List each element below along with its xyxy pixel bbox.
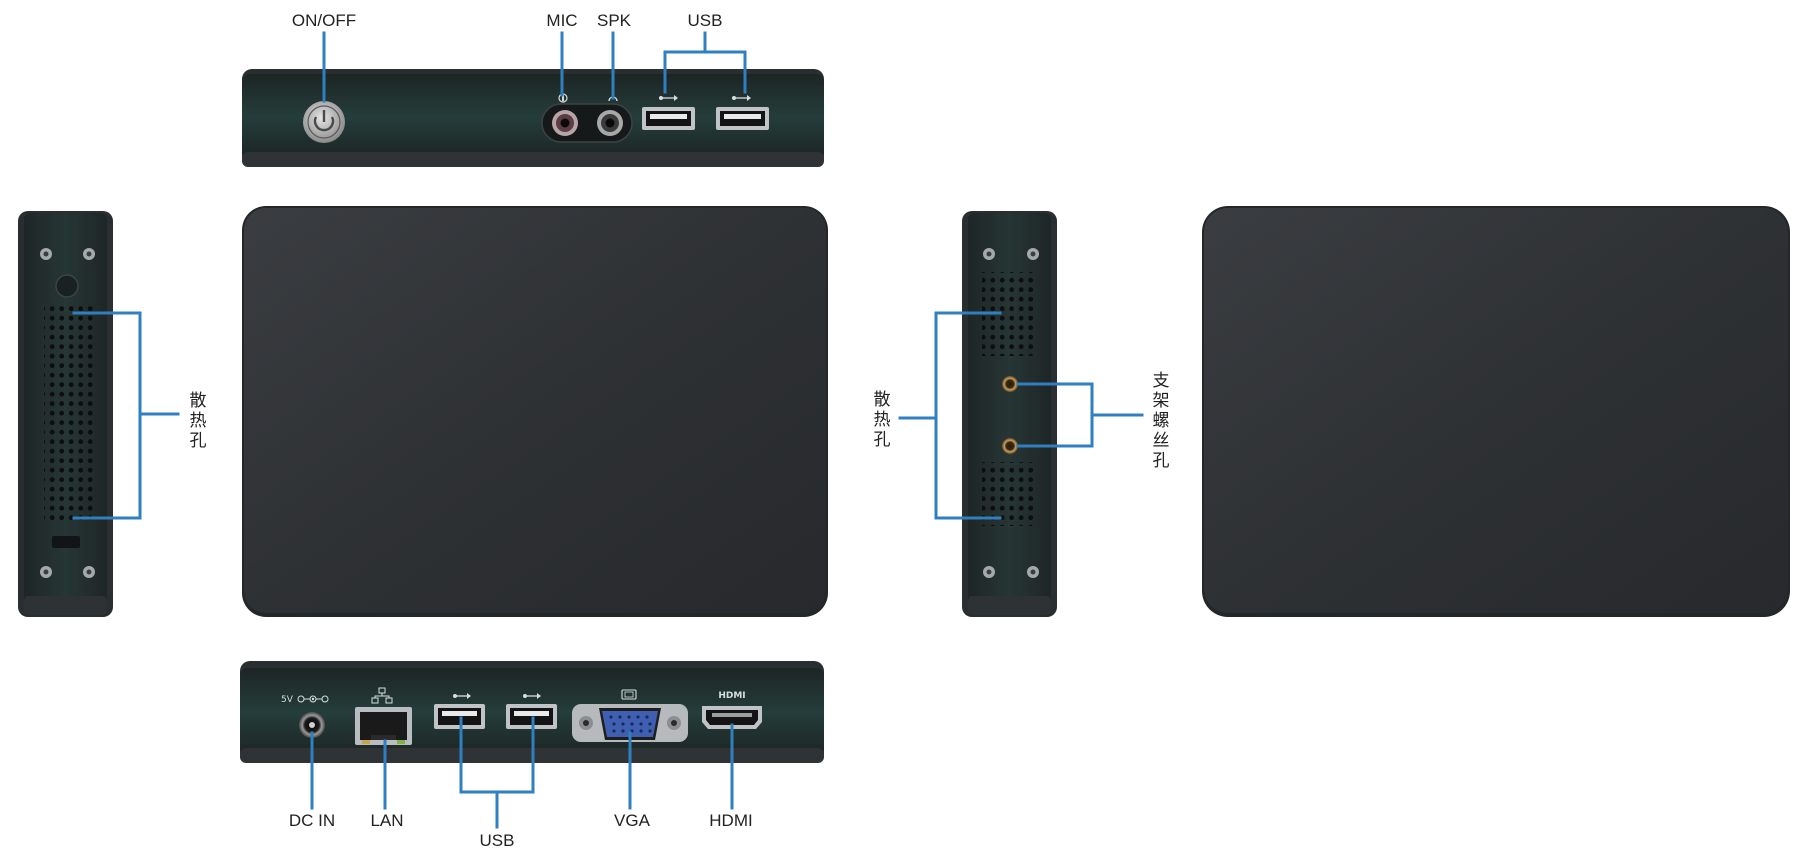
- usb-icon: [659, 95, 678, 101]
- mic-jack[interactable]: [552, 110, 578, 136]
- speaker-jack[interactable]: [597, 110, 623, 136]
- top-view: [242, 206, 828, 617]
- screw: [83, 566, 95, 578]
- power-label: ON/OFF: [292, 11, 356, 30]
- lan-port[interactable]: [355, 707, 412, 745]
- screw: [983, 566, 995, 578]
- screw: [983, 248, 995, 260]
- lan-label: LAN: [370, 811, 403, 830]
- screw: [1027, 248, 1039, 260]
- bottom-view: [1202, 206, 1790, 617]
- left-vent-char-2: 热: [190, 411, 207, 431]
- right-vent-char-1: 散: [874, 390, 891, 410]
- screw: [83, 248, 95, 260]
- bracket-callout: 支 架 螺 丝 孔: [1016, 371, 1170, 471]
- right-side-view: [962, 211, 1057, 617]
- mic-label: MIC: [546, 11, 577, 30]
- left-vent-holes: [44, 305, 94, 523]
- rear-panel-view: 5V: [240, 661, 824, 763]
- front-usb-label: USB: [688, 11, 723, 30]
- front-panel-view: [242, 69, 824, 167]
- right-vent-holes-lower: [982, 462, 1034, 526]
- left-side-slot: [52, 536, 80, 548]
- bracket-screw-hole-1: [1002, 376, 1018, 392]
- dc-in-label: DC IN: [289, 811, 335, 830]
- front-callouts: ON/OFF MIC SPK USB: [292, 11, 747, 103]
- vga-port[interactable]: [572, 704, 688, 742]
- usb-icon: [523, 693, 541, 699]
- hdmi-port[interactable]: [702, 706, 762, 729]
- bracket-char-1: 支: [1153, 371, 1170, 391]
- bracket-screw-hole-2: [1002, 438, 1018, 454]
- monitor-icon: [621, 689, 637, 700]
- power-button[interactable]: [303, 101, 345, 143]
- front-usb-port-2[interactable]: [716, 107, 769, 130]
- usb-icon: [453, 693, 471, 699]
- screw: [40, 566, 52, 578]
- left-vent-char-1: 散: [190, 391, 207, 411]
- rear-usb-label: USB: [480, 831, 515, 850]
- left-side-view: [18, 211, 113, 617]
- bracket-char-4: 丝: [1153, 431, 1170, 451]
- kensington-lock: [55, 274, 79, 298]
- right-vent-callout: 散 热 孔: [874, 311, 1002, 520]
- screw: [40, 248, 52, 260]
- bracket-char-3: 螺: [1153, 411, 1170, 431]
- bracket-char-2: 架: [1153, 391, 1170, 411]
- right-vent-char-2: 热: [874, 410, 891, 430]
- left-vent-char-3: 孔: [190, 431, 207, 451]
- hdmi-label: HDMI: [709, 811, 752, 830]
- network-icon: [371, 687, 393, 704]
- dc-polarity-icon: [297, 695, 329, 703]
- spk-label: SPK: [597, 11, 632, 30]
- usb-icon: [732, 95, 751, 101]
- dc-marking: 5V: [281, 695, 294, 705]
- bracket-char-5: 孔: [1153, 451, 1170, 471]
- power-icon: [313, 110, 335, 132]
- dc-in-jack[interactable]: [299, 712, 325, 738]
- vga-label: VGA: [614, 811, 651, 830]
- right-vent-char-3: 孔: [874, 430, 891, 450]
- hdmi-marking: HDMI: [718, 691, 745, 701]
- left-vent-callout: 散 热 孔: [72, 311, 207, 520]
- screw: [1027, 566, 1039, 578]
- rear-callouts: DC IN LAN USB VGA HDMI: [289, 716, 753, 850]
- front-usb-port-1[interactable]: [642, 107, 695, 130]
